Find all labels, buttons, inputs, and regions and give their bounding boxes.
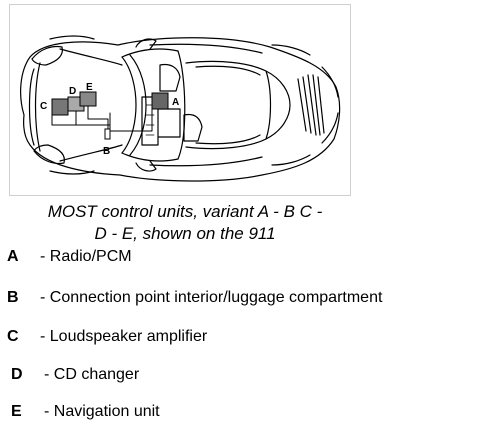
caption-line-1: MOST control units, variant A - B C - — [47, 202, 323, 221]
legend-item-b: B - Connection point interior/luggage co… — [7, 288, 382, 308]
caption-line-2: D - E, shown on the 911 — [94, 224, 276, 243]
door-right — [149, 156, 263, 167]
roof — [185, 60, 272, 150]
unit-a-box — [151, 92, 169, 110]
legend-item-d: D - CD changer — [11, 365, 139, 385]
callout-a: A — [172, 97, 179, 108]
windshield — [121, 56, 137, 154]
left-headlight — [31, 45, 63, 66]
callout-d: D — [69, 86, 76, 97]
right-headlight — [33, 144, 65, 165]
callout-b: B — [103, 146, 110, 157]
legend-key-c: C — [7, 328, 19, 345]
tail-light-left — [321, 66, 339, 98]
legend-text-d: - CD changer — [44, 366, 140, 383]
legend-key-d: D — [11, 366, 23, 383]
left-mirror — [135, 38, 157, 50]
door-left — [149, 43, 263, 54]
car-top-view-diagram: A B C D E — [20, 35, 341, 182]
rear-window — [265, 70, 291, 140]
rear-louvers — [297, 74, 325, 136]
right-mirror — [135, 160, 157, 172]
unit-e-box — [79, 91, 97, 107]
car-body-outline — [20, 37, 341, 182]
car-diagram-figure: A B C D E — [9, 4, 351, 196]
seat-left — [159, 63, 181, 92]
legend-key-a: A — [7, 248, 19, 265]
legend-key-b: B — [7, 289, 19, 306]
legend-key-e: E — [11, 403, 22, 420]
legend-text-b: - Connection point interior/luggage comp… — [40, 289, 383, 306]
front-right-wheel — [49, 170, 95, 175]
legend-text-c: - Loudspeaker amplifier — [40, 328, 208, 345]
diagram-caption: MOST control units, variant A - B C - D … — [0, 201, 370, 245]
callout-c: C — [40, 101, 47, 112]
front-bumper-line — [28, 68, 35, 146]
seat-right — [183, 113, 203, 142]
legend-item-a: A - Radio/PCM — [7, 247, 132, 267]
rear-left-wheel — [271, 44, 311, 56]
legend-text-e: - Navigation unit — [44, 403, 160, 420]
callout-e: E — [86, 82, 93, 93]
unit-b-box — [104, 128, 111, 140]
front-left-wheel — [49, 35, 95, 40]
unit-c-box — [51, 98, 69, 116]
legend-item-c: C - Loudspeaker amplifier — [7, 327, 207, 347]
legend-item-e: E - Navigation unit — [11, 402, 160, 422]
rear-right-wheel — [271, 154, 311, 166]
tail-light-right — [321, 112, 339, 144]
legend-text-a: - Radio/PCM — [40, 248, 132, 265]
